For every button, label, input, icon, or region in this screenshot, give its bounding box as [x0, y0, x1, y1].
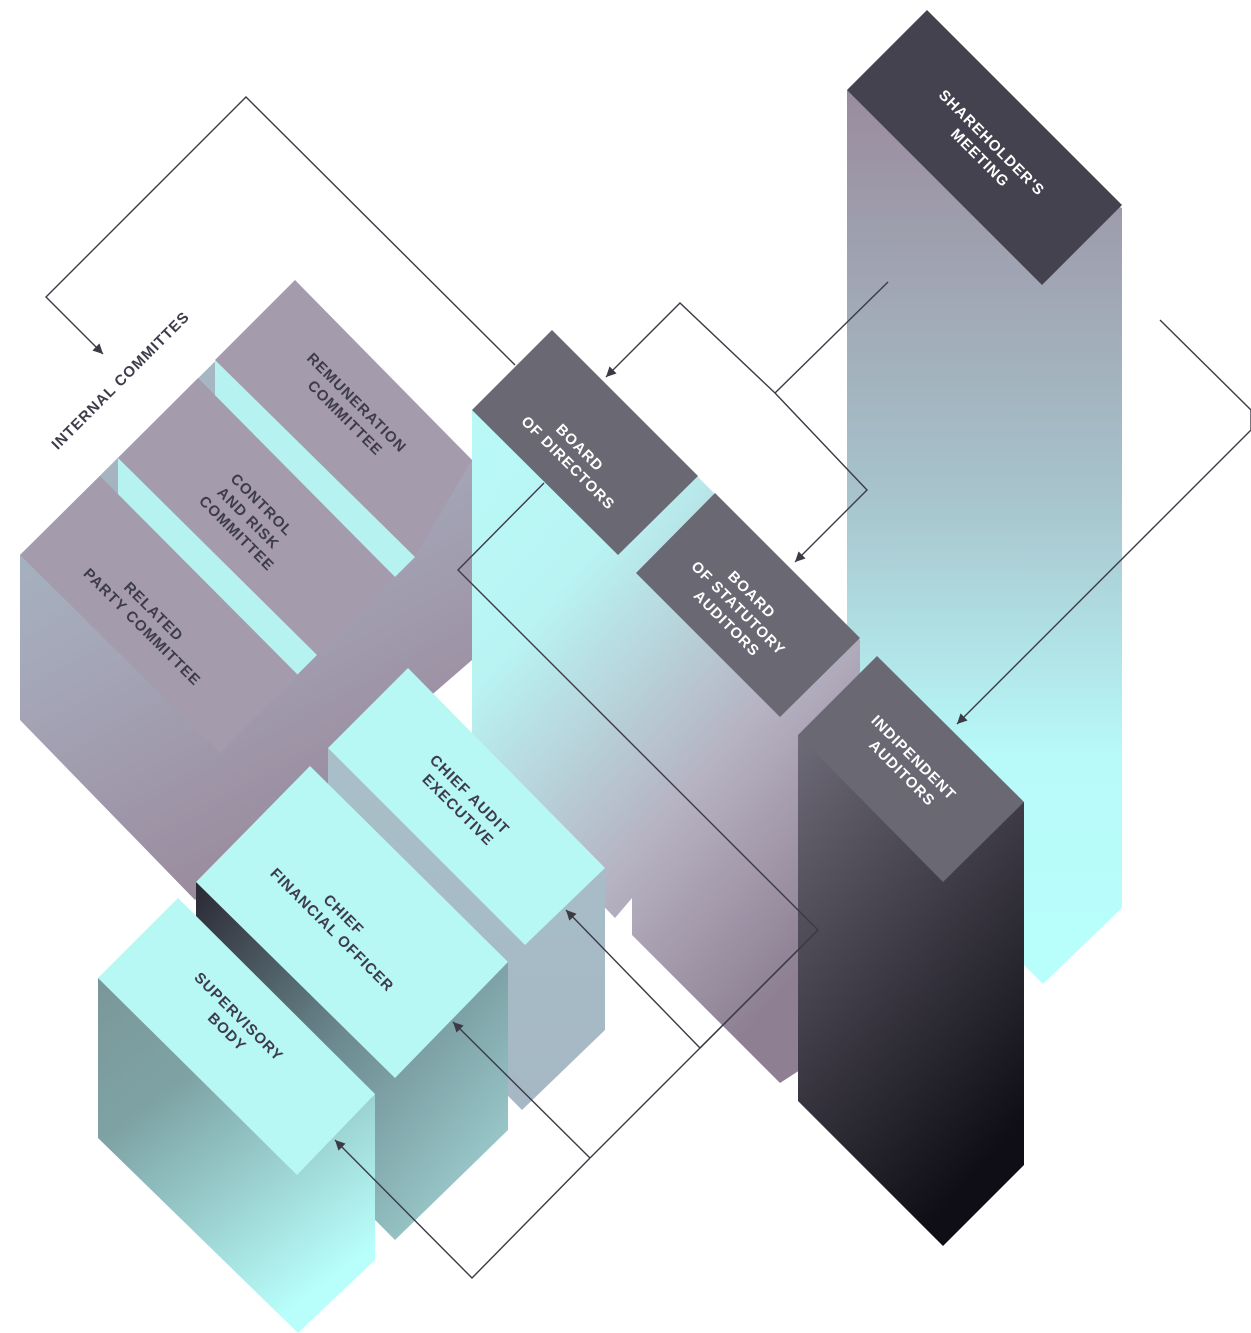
chief-audit-cap [328, 668, 605, 945]
connector-shareholders-stem [774, 281, 889, 394]
cfo-cap [196, 766, 508, 1078]
board-of-directors-cap [472, 330, 698, 555]
control-risk-cap [118, 378, 395, 655]
supervisory-block [98, 898, 375, 1333]
connector-shareholders-to-independent [956, 319, 1251, 725]
supervisory-cap [98, 898, 375, 1175]
cfo-block [196, 766, 508, 1240]
connector-shareholders-to-board [605, 302, 776, 394]
connector-to-supervisory [334, 1139, 591, 1279]
connector-to-cfo [452, 1021, 591, 1159]
independent-auditors-block [798, 656, 1024, 1246]
board-body [472, 330, 860, 1083]
connector-to-chief-audit [565, 909, 701, 1049]
independent-auditors-cap [798, 656, 1024, 882]
connector-cae-junction [699, 929, 819, 1049]
connector-shareholders-to-statutory [774, 392, 868, 563]
shareholders-meeting-cap [847, 10, 1122, 285]
remuneration-cap [215, 280, 472, 557]
independent-auditors-body [798, 735, 1024, 1246]
related-party-cap [20, 476, 298, 753]
statutory-auditors-cap [636, 493, 860, 717]
remuneration-side [215, 360, 415, 577]
connectors [45, 96, 1251, 1279]
control-risk-side [118, 458, 317, 675]
connector-board-to-committees [45, 96, 516, 366]
board-of-directors-block [472, 330, 860, 1083]
